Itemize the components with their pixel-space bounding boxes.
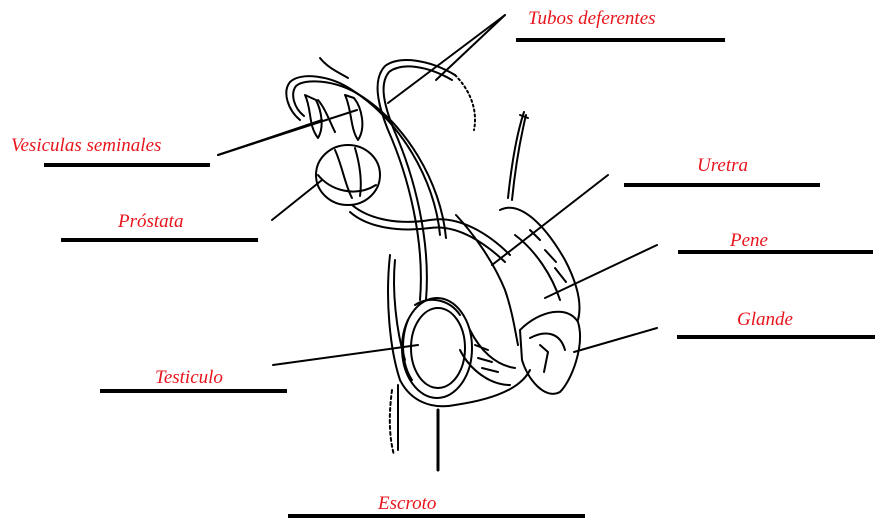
answer-line-escroto	[288, 514, 585, 518]
label-vesiculas-seminales: Vesiculas seminales	[11, 136, 161, 155]
label-uretra: Uretra	[697, 156, 748, 175]
answer-line-pene	[678, 250, 873, 254]
label-tubos-deferentes: Tubos deferentes	[528, 9, 656, 28]
label-testiculo: Testiculo	[155, 368, 223, 387]
label-escroto: Escroto	[378, 494, 436, 513]
prostate	[316, 145, 380, 205]
testicle	[402, 298, 472, 398]
label-glande: Glande	[737, 310, 793, 329]
answer-line-vesiculas-seminales	[44, 163, 210, 167]
scrotum	[388, 255, 530, 470]
answer-line-testiculo	[100, 389, 287, 393]
label-prostata: Próstata	[118, 212, 183, 231]
answer-line-glande	[677, 335, 875, 339]
answer-line-prostata	[61, 238, 258, 242]
glans	[520, 312, 580, 394]
answer-line-tubos-deferentes	[516, 38, 725, 42]
label-pene: Pene	[730, 231, 768, 250]
answer-line-uretra	[624, 183, 820, 187]
leader-lines	[218, 15, 657, 365]
